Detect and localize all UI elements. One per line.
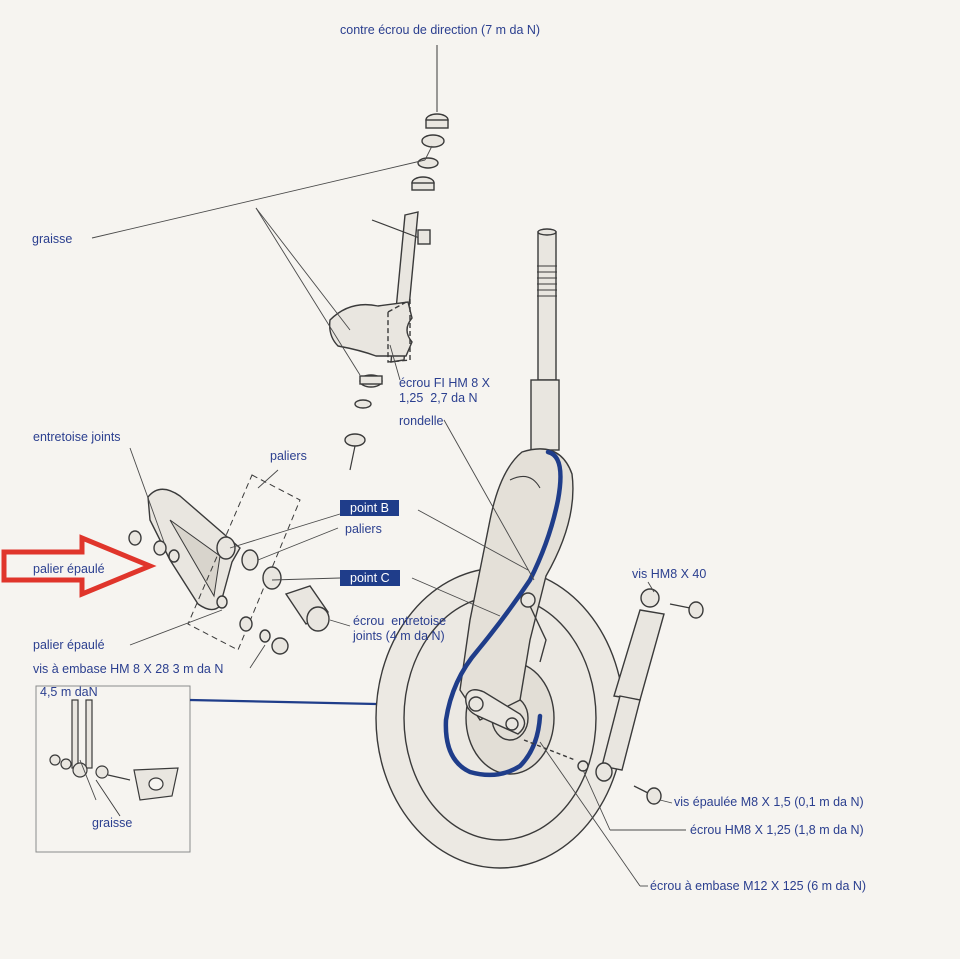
shock-absorber bbox=[523, 588, 704, 805]
label-paliers-top: paliers bbox=[270, 449, 307, 463]
label-ecrou-entretoise: écrou entretoise joints (4 m da N) bbox=[353, 614, 447, 643]
highlight-path bbox=[443, 449, 563, 778]
label-palier-epaule-left: palier épaulé bbox=[33, 562, 105, 576]
pointer-arrow-icon bbox=[1, 534, 157, 598]
tag-point-b: point B bbox=[340, 500, 399, 516]
label-ecrou-fi: écrou FI HM 8 X 1,25 2,7 da N bbox=[399, 376, 490, 405]
label-ecrou-embase: écrou à embase M12 X 125 (6 m da N) bbox=[650, 879, 867, 893]
label-graisse-inset: graisse bbox=[92, 816, 133, 830]
label-vis-epaulee: vis épaulée M8 X 1,5 (0,1 m da N) bbox=[674, 795, 864, 809]
leader-lines bbox=[79, 145, 686, 887]
swing-link bbox=[465, 592, 547, 735]
steering-stack bbox=[328, 45, 449, 471]
detail-inset bbox=[35, 685, 191, 853]
label-ecrou-hm8: écrou HM8 X 1,25 (1,8 m da N) bbox=[690, 823, 864, 837]
label-inset-torque: 4,5 m daN bbox=[40, 685, 98, 699]
label-vis-hm8: vis HM8 X 40 bbox=[632, 567, 707, 581]
label-rondelle: rondelle bbox=[399, 414, 444, 428]
fork-body bbox=[459, 448, 574, 721]
label-palier-epaule-bottom: palier épaulé bbox=[33, 638, 105, 652]
tag-point-c: point C bbox=[340, 570, 400, 586]
label-contre-ecrou: contre écrou de direction (7 m da N) bbox=[340, 23, 541, 37]
label-graisse-top: graisse bbox=[32, 232, 73, 246]
label-vis-embase: vis à embase HM 8 X 28 3 m da N bbox=[33, 662, 224, 676]
label-entretoise-joints: entretoise joints bbox=[33, 430, 121, 444]
arm-assembly bbox=[128, 474, 330, 655]
fork-tube bbox=[530, 228, 560, 451]
label-paliers-mid: paliers bbox=[345, 522, 382, 536]
